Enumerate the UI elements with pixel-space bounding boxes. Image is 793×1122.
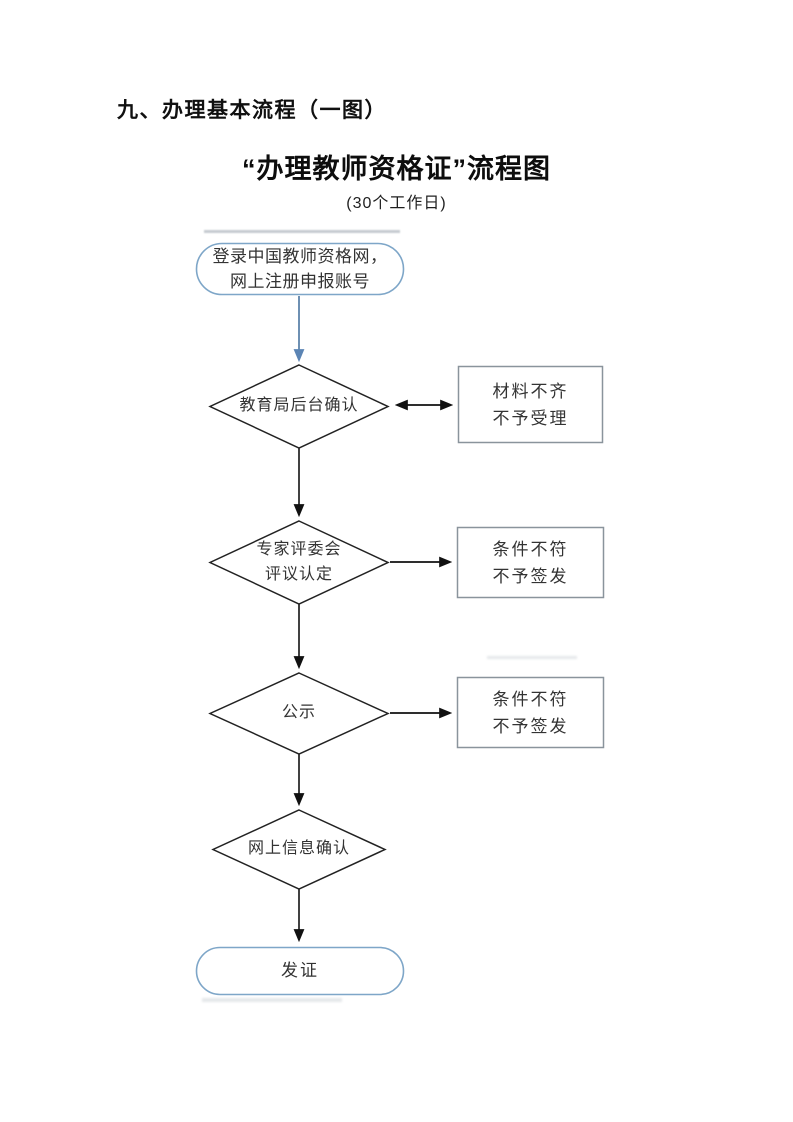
reject3-shape: [456, 676, 605, 749]
decision1-label: 教育局后台确认: [210, 365, 388, 447]
decision3-text: 公示: [281, 704, 316, 721]
reject1-label: 材料不齐 不予受理: [458, 366, 603, 443]
reject1-line-1: 材料不齐: [492, 381, 569, 401]
end-node-shape: [195, 946, 405, 996]
decision4-text: 网上信息确认: [247, 840, 350, 857]
reject2-shape: [456, 526, 605, 599]
start-line-1: 登录中国教师资格网，: [212, 247, 388, 266]
reject1-line-2: 不予受理: [492, 408, 569, 428]
decision4-label: 网上信息确认: [213, 810, 385, 888]
reject2-line-1: 条件不符: [492, 539, 569, 559]
decision4-shape: [211, 809, 387, 890]
reject2-line-2: 不予签发: [492, 566, 569, 586]
reject3-label: 条件不符 不予签发: [457, 677, 604, 748]
decision2-line-1: 专家评委会: [256, 541, 342, 558]
end-text: 发证: [281, 961, 319, 980]
flowchart-subtitle: (30个工作日): [346, 195, 447, 212]
flowchart-title: “办理教师资格证”流程图: [242, 154, 551, 184]
start-node-shape: [195, 242, 405, 296]
decision2-line-2: 评议认定: [264, 566, 333, 583]
end-node-label: 发证: [196, 947, 404, 995]
decision2-shape: [208, 520, 390, 605]
decision3-label: 公示: [210, 673, 388, 753]
reject3-line-2: 不予签发: [492, 716, 569, 736]
decision1-shape: [208, 364, 390, 449]
reject1-shape: [457, 365, 604, 444]
reject2-label: 条件不符 不予签发: [457, 527, 604, 598]
start-line-2: 网上注册申报账号: [230, 272, 370, 291]
decision1-text: 教育局后台确认: [239, 397, 359, 414]
decision3-shape: [208, 672, 390, 755]
decision2-label: 专家评委会 评议认定: [210, 521, 388, 603]
reject3-line-1: 条件不符: [492, 689, 569, 709]
start-node-label: 登录中国教师资格网， 网上注册申报账号: [196, 243, 404, 295]
section-heading: 九、办理基本流程（一图）: [117, 99, 387, 122]
